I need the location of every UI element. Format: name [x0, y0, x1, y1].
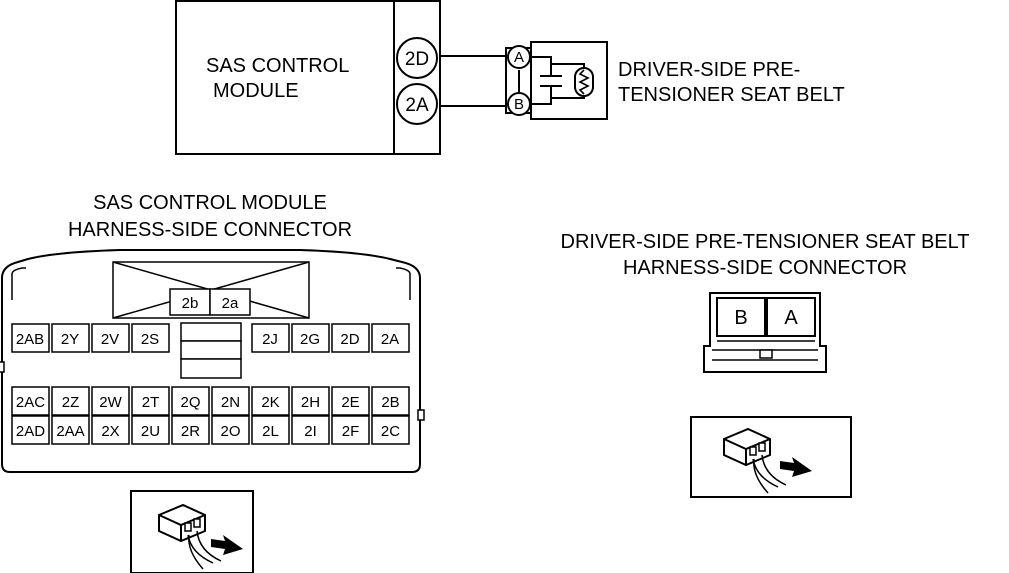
pin-cavity: [51, 386, 90, 416]
belt-pin-b: B: [734, 307, 747, 329]
pin-2t: 2T: [142, 394, 160, 411]
module-connector-row3: 2AD 2AA 2X 2U 2R 2O 2L 2I 2F 2C: [11, 415, 410, 445]
pin-2ac: 2AC: [16, 394, 45, 411]
pin-2c: 2C: [381, 423, 400, 440]
pin-cavity: [251, 415, 290, 445]
pin-2s: 2S: [141, 331, 159, 348]
belt-terminal-a: A: [514, 49, 524, 66]
belt-pin-a: A: [784, 307, 798, 329]
pin-cavity: [291, 386, 330, 416]
pretensioner-component: A B: [505, 41, 608, 120]
pin-cavity: [11, 386, 50, 416]
pin-cavity: [371, 386, 410, 416]
module-connector-row1-left: 2AB 2Y 2V 2S: [11, 323, 170, 353]
module-name-line1: SAS CONTROL: [206, 55, 349, 77]
pin-cavity: [211, 415, 250, 445]
sas-control-module-block: SAS CONTROL MODULE: [175, 0, 441, 155]
pin-2k: 2K: [261, 394, 279, 411]
pin-2o: 2O: [220, 423, 240, 440]
module-connector-title-line2: HARNESS-SIDE CONNECTOR: [68, 219, 352, 241]
pin-cavity: [51, 415, 90, 445]
module-connector-row1-right: 2J 2G 2D 2A: [251, 323, 410, 353]
pin-2b: 2b: [182, 295, 199, 312]
pin-cavity: [131, 415, 170, 445]
pin-cavity: [131, 386, 170, 416]
pin-2a-top: 2a: [222, 295, 239, 312]
module-connector-row2: 2AC 2Z 2W 2T 2Q 2N 2K 2H 2E 2B: [11, 386, 410, 416]
pin-2b: 2B: [381, 394, 399, 411]
pin-cavity: [251, 386, 290, 416]
pin-cavity: [211, 386, 250, 416]
belt-name-line1: DRIVER-SIDE PRE-: [618, 59, 800, 81]
harness-connector-view-icon: [690, 416, 852, 498]
pin-2j: 2J: [262, 331, 278, 348]
harness-connector-view-icon: [130, 490, 254, 573]
pin-2y: 2Y: [61, 331, 79, 348]
pin-cavity: [171, 386, 210, 416]
pin-2x: 2X: [101, 423, 119, 440]
pin-2l: 2L: [262, 423, 279, 440]
pin-2i: 2I: [304, 423, 317, 440]
pin-cavity: [91, 386, 130, 416]
pin-2ab: 2AB: [16, 331, 44, 348]
pin-2u: 2U: [141, 423, 160, 440]
module-terminal-2d: 2D: [396, 37, 438, 79]
pin-2v: 2V: [101, 331, 119, 348]
svg-text:2D: 2D: [405, 49, 429, 70]
belt-name-line2: TENSIONER SEAT BELT: [618, 84, 845, 106]
module-terminal-2a: 2A: [396, 83, 438, 125]
pin-cavity: [291, 415, 330, 445]
pin-2d: 2D: [340, 331, 359, 348]
pin-2f: 2F: [342, 423, 360, 440]
pin-cavity: [171, 415, 210, 445]
pin-2e: 2E: [341, 394, 359, 411]
pin-2ad: 2AD: [16, 423, 45, 440]
pin-2h: 2H: [301, 394, 320, 411]
pin-2n: 2N: [221, 394, 240, 411]
belt-connector-title-line2: HARNESS-SIDE CONNECTOR: [623, 257, 907, 279]
svg-text:2A: 2A: [405, 95, 429, 116]
pin-2z: 2Z: [62, 394, 80, 411]
pin-2q: 2Q: [180, 394, 200, 411]
pin-cavity: [331, 415, 370, 445]
pin-cavity: [371, 415, 410, 445]
pin-cavity: [331, 386, 370, 416]
pin-2g: 2G: [300, 331, 320, 348]
pin-cavity: [91, 415, 130, 445]
belt-terminal-b: B: [514, 96, 524, 113]
belt-connector-body: B A: [703, 292, 827, 373]
pin-2r: 2R: [181, 423, 200, 440]
pin-2a: 2A: [381, 331, 399, 348]
pin-2aa: 2AA: [56, 423, 84, 440]
pin-2w: 2W: [99, 394, 122, 411]
belt-connector-title-line1: DRIVER-SIDE PRE-TENSIONER SEAT BELT: [561, 231, 970, 253]
module-connector-title-line1: SAS CONTROL MODULE: [93, 192, 327, 214]
module-name-line2: MODULE: [213, 80, 299, 102]
pin-cavity: [11, 415, 50, 445]
